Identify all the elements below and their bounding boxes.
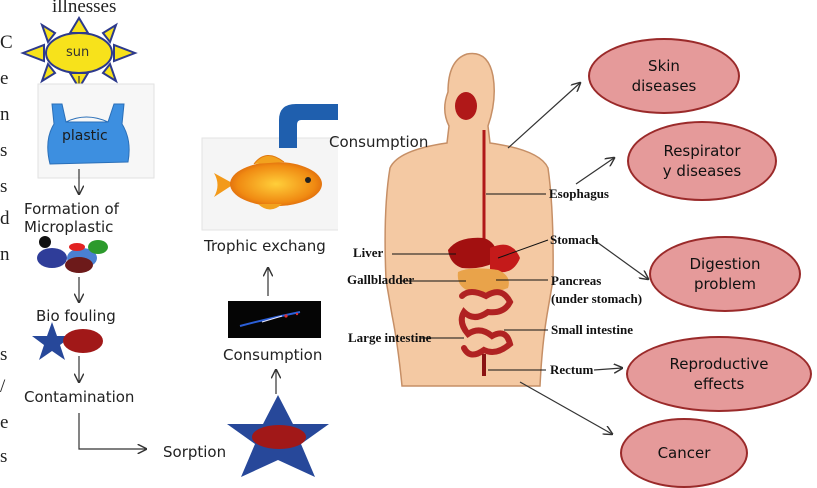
biofouling-label: Bio fouling [36, 307, 116, 325]
sorption-star-icon [227, 395, 329, 477]
small-intestine-label: Small intestine [551, 322, 633, 338]
microplastic-image [228, 301, 321, 338]
microplastic-particles-icon [37, 236, 108, 273]
effect-reproductive-label: Reproductive effects [670, 354, 769, 395]
rectum-label: Rectum [550, 362, 593, 378]
sorption-label: Sorption [163, 443, 226, 461]
biofouling-icon [32, 322, 103, 360]
esophagus-label: Esophagus [549, 186, 609, 202]
effect-reproductive: Reproductive effects [626, 336, 812, 412]
sun-label: sun [66, 45, 89, 60]
large-intestine-label: Large intestine [348, 330, 431, 346]
effect-digestion-problem-label: Digestion problem [689, 254, 760, 295]
pancreas-label: Pancreas (under stomach) [551, 272, 642, 307]
effect-skin-diseases: Skin diseases [588, 38, 740, 114]
fish-icon [202, 138, 339, 230]
trophic-exchange-label: Trophic exchang [204, 237, 326, 255]
effect-respiratory-diseases-label: Respirator y diseases [663, 141, 741, 182]
stomach-label: Stomach [550, 232, 598, 248]
effect-digestion-problem: Digestion problem [649, 236, 801, 312]
effect-cancer: Cancer [620, 418, 748, 488]
consumption-lower-label: Consumption [223, 346, 322, 364]
contamination-label: Contamination [24, 388, 134, 406]
plastic-label: plastic [62, 128, 108, 144]
effect-skin-diseases-label: Skin diseases [632, 56, 697, 97]
effect-cancer-label: Cancer [658, 443, 711, 463]
effect-respiratory-diseases: Respirator y diseases [627, 121, 777, 201]
liver-label: Liver [353, 245, 383, 261]
consumption-upper-label: Consumption [329, 133, 428, 151]
formation-label: Formation of Microplastic [24, 200, 119, 236]
gallbladder-label: Gallbladder [347, 272, 414, 288]
